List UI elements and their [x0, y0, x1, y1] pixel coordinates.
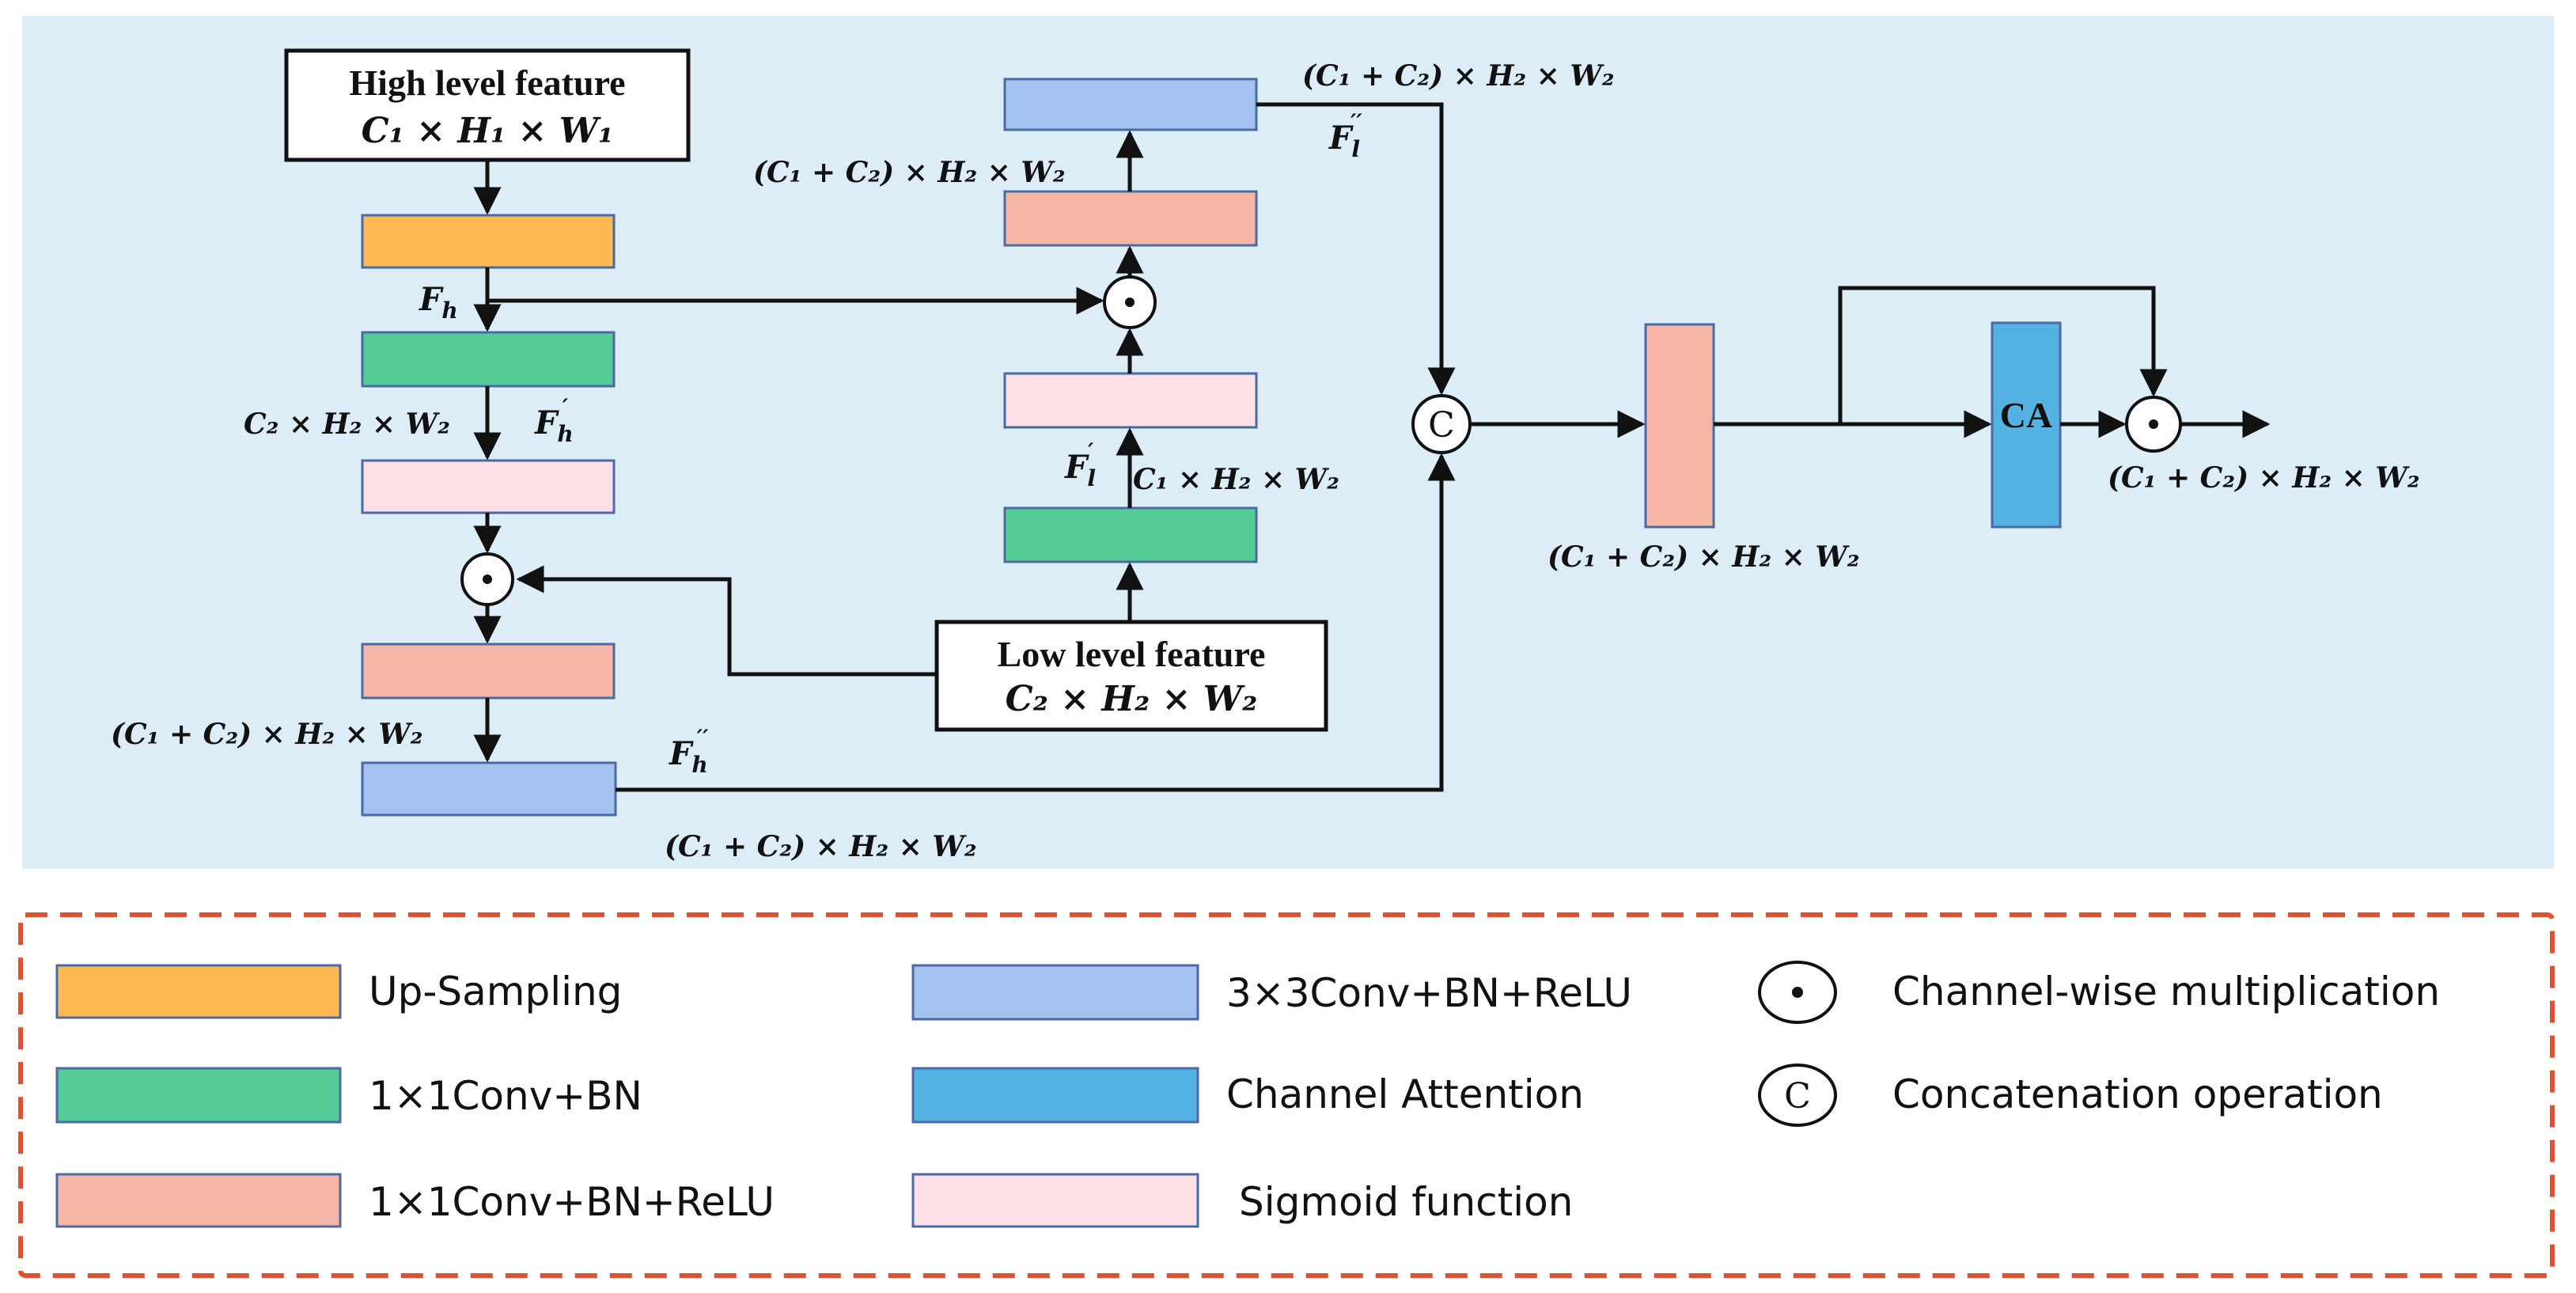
label-f-l-dprime: Fl′′: [1328, 109, 1362, 162]
conv3x3-bn-relu-block-left: [361, 761, 617, 817]
legend-concat-icon: C: [1758, 1064, 1837, 1127]
label-c1c2-top-right: (C₁ + C₂) × H₂ × W₂: [1302, 59, 1615, 93]
channel-attention-block: [1991, 321, 2062, 529]
legend-swatch-conv3x3-bn-relu: [911, 964, 1199, 1021]
label-c1c2-output: (C₁ + C₂) × H₂ × W₂: [2108, 461, 2420, 495]
concat-node: C: [1411, 394, 1472, 454]
label-f-h-dprime: Fh′′: [669, 725, 709, 778]
mult-node-right: [2125, 396, 2182, 453]
legend-label-up-sampling: Up-Sampling: [369, 969, 622, 1014]
concat-node-symbol: C: [1428, 405, 1455, 446]
legend-label-sigmoid: Sigmoid function: [1239, 1179, 1573, 1225]
label-c2h2w2-left: C₂ × H₂ × W₂: [244, 408, 450, 441]
legend-swatch-conv1x1-bn-relu: [55, 1173, 342, 1228]
label-c1c2-after-conv: (C₁ + C₂) × H₂ × W₂: [1547, 540, 1860, 574]
label-c1h2w2-mid: C₁ × H₂ × W₂: [1133, 463, 1339, 496]
conv1x1-bn-block-left: [361, 331, 616, 388]
label-c1c2-top-mid: (C₁ + C₂) × H₂ × W₂: [753, 156, 1066, 189]
mult-node-mid: [1103, 275, 1157, 329]
conv3x3-bn-relu-block-mid: [1003, 78, 1258, 131]
low-level-feature-title: Low level feature: [998, 634, 1266, 674]
legend-swatch-up-sampling: [55, 964, 342, 1019]
conv1x1-bn-relu-block-left: [361, 643, 616, 700]
high-level-feature-dims: C₁ × H₁ × W₁: [362, 111, 614, 151]
label-c1c2-left: (C₁ + C₂) × H₂ × W₂: [111, 718, 423, 751]
legend-frame: [18, 912, 2555, 1278]
conv1x1-bn-relu-block-mid: [1003, 190, 1258, 247]
legend-swatch-channel-attention: [911, 1067, 1199, 1124]
high-level-feature-box: High level feature C₁ × H₁ × W₁: [284, 48, 691, 162]
legend-swatch-sigmoid: [911, 1173, 1199, 1228]
label-f-h-prime: Fh′: [534, 394, 574, 447]
legend-label-channel-attention: Channel Attention: [1226, 1071, 1584, 1117]
legend: Up-Sampling 1×1Conv+BN 1×1Conv+BN+ReLU 3…: [18, 912, 2555, 1278]
sigmoid-block-left: [361, 459, 616, 514]
low-level-feature-dims: C₂ × H₂ × W₂: [1006, 679, 1258, 719]
legend-label-conv1x1-bn: 1×1Conv+BN: [369, 1073, 642, 1119]
legend-swatch-conv1x1-bn: [55, 1067, 342, 1124]
low-level-feature-box: Low level feature C₂ × H₂ × W₂: [934, 620, 1328, 732]
legend-label-mult: Channel-wise multiplication: [1892, 969, 2440, 1014]
legend-concat-symbol: C: [1784, 1076, 1811, 1117]
label-f-l-prime: Fl′: [1064, 438, 1096, 491]
connectors: [473, 102, 2271, 792]
legend-label-conv1x1-bn-relu: 1×1Conv+BN+ReLU: [369, 1179, 775, 1225]
legend-label-conv3x3-bn-relu: 3×3Conv+BN+ReLU: [1226, 970, 1632, 1016]
label-f-h: Fh: [419, 281, 458, 324]
up-sampling-block: [361, 214, 616, 269]
legend-label-concat: Concatenation operation: [1892, 1071, 2383, 1117]
conv1x1-bn-block-mid: [1003, 506, 1258, 563]
ca-label: CA: [2000, 395, 2052, 435]
mult-node-left: [460, 552, 514, 606]
legend-mult-icon: [1758, 961, 1837, 1024]
high-level-feature-title: High level feature: [349, 63, 625, 103]
sigmoid-block-mid: [1003, 372, 1258, 429]
label-c1c2-bottom: (C₁ + C₂) × H₂ × W₂: [665, 830, 977, 863]
conv1x1-bn-relu-block-right: [1644, 323, 1715, 529]
